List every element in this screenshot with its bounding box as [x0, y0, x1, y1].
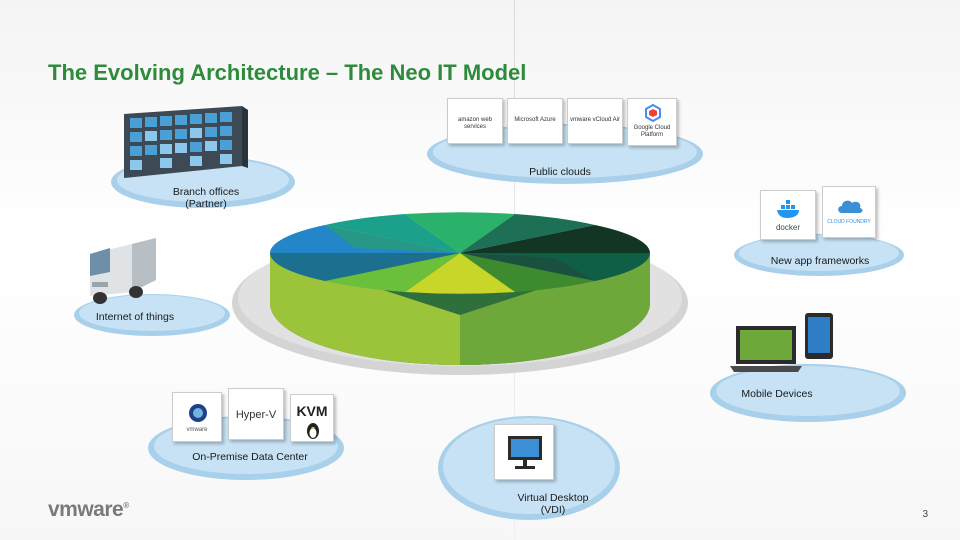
registered-mark: ®: [123, 501, 129, 510]
internet-of-things-platform: [74, 294, 230, 336]
desktop-monitor-icon: [508, 436, 542, 469]
vmware-vsphere-logo-tile: vmware: [172, 392, 222, 442]
public-clouds-label: Public clouds: [529, 166, 591, 178]
vcloud-air-logo-tile: vmware vCloud Air: [567, 98, 623, 144]
vmware-tile-text: vmware: [186, 427, 208, 433]
hyper-v-logo-tile: Hyper-V: [228, 388, 284, 440]
laptop-icon: [730, 326, 802, 372]
on-premise-label: On-Premise Data Center: [192, 451, 308, 463]
cloud-foundry-tile-text: CLOUD FOUNDRY: [827, 219, 871, 225]
delivery-van-icon: [90, 238, 156, 304]
new-app-frameworks-label: New app frameworks: [770, 255, 870, 267]
mobile-devices-platform: [710, 364, 906, 422]
tablet-icon: [805, 313, 833, 359]
neo-it-pie-graphic: [232, 212, 688, 375]
mobile-devices-label: Mobile Devices: [741, 388, 813, 400]
google-cloud-logo-tile: Google Cloud Platform: [627, 98, 677, 146]
docker-whale-icon: [777, 200, 799, 218]
branch-offices-label: Branch offices (Partner): [172, 186, 240, 210]
public-clouds-tiles: amazon web services Microsoft Azure vmwa…: [447, 98, 687, 152]
page-number: 3: [922, 509, 928, 520]
kvm-logo-tile: KVM: [290, 394, 334, 442]
slide-title: The Evolving Architecture – The Neo IT M…: [48, 60, 527, 85]
new-app-frameworks-platform: [734, 234, 904, 276]
google-tile-text: Google Cloud Platform: [633, 125, 671, 138]
vmware-logo-text: vmware: [48, 498, 124, 521]
docker-logo-tile: docker: [760, 190, 816, 240]
cloud-foundry-icon: [838, 200, 863, 213]
vmware-logo: vmware®: [48, 498, 129, 522]
google-cloud-icon: [645, 104, 661, 122]
vcloud-tile-text: vmware vCloud Air: [569, 117, 620, 123]
desktop-monitor-tile: [494, 424, 554, 480]
aws-logo-tile: amazon web services: [447, 98, 503, 144]
kvm-tile-text: KVM: [296, 403, 328, 419]
vsphere-icon: [189, 404, 207, 422]
internet-of-things-label: Internet of things: [95, 311, 175, 323]
penguin-icon: [307, 423, 319, 439]
hyper-v-tile-text: Hyper-V: [235, 409, 277, 421]
azure-tile-text: Microsoft Azure: [514, 117, 556, 123]
vdi-label: Virtual Desktop (VDI): [517, 492, 589, 516]
cloud-foundry-logo-tile: CLOUD FOUNDRY: [822, 186, 876, 238]
aws-tile-text: amazon web services: [457, 117, 493, 130]
docker-tile-text: docker: [775, 223, 800, 232]
office-building-icon: [124, 106, 248, 178]
azure-logo-tile: Microsoft Azure: [507, 98, 563, 144]
